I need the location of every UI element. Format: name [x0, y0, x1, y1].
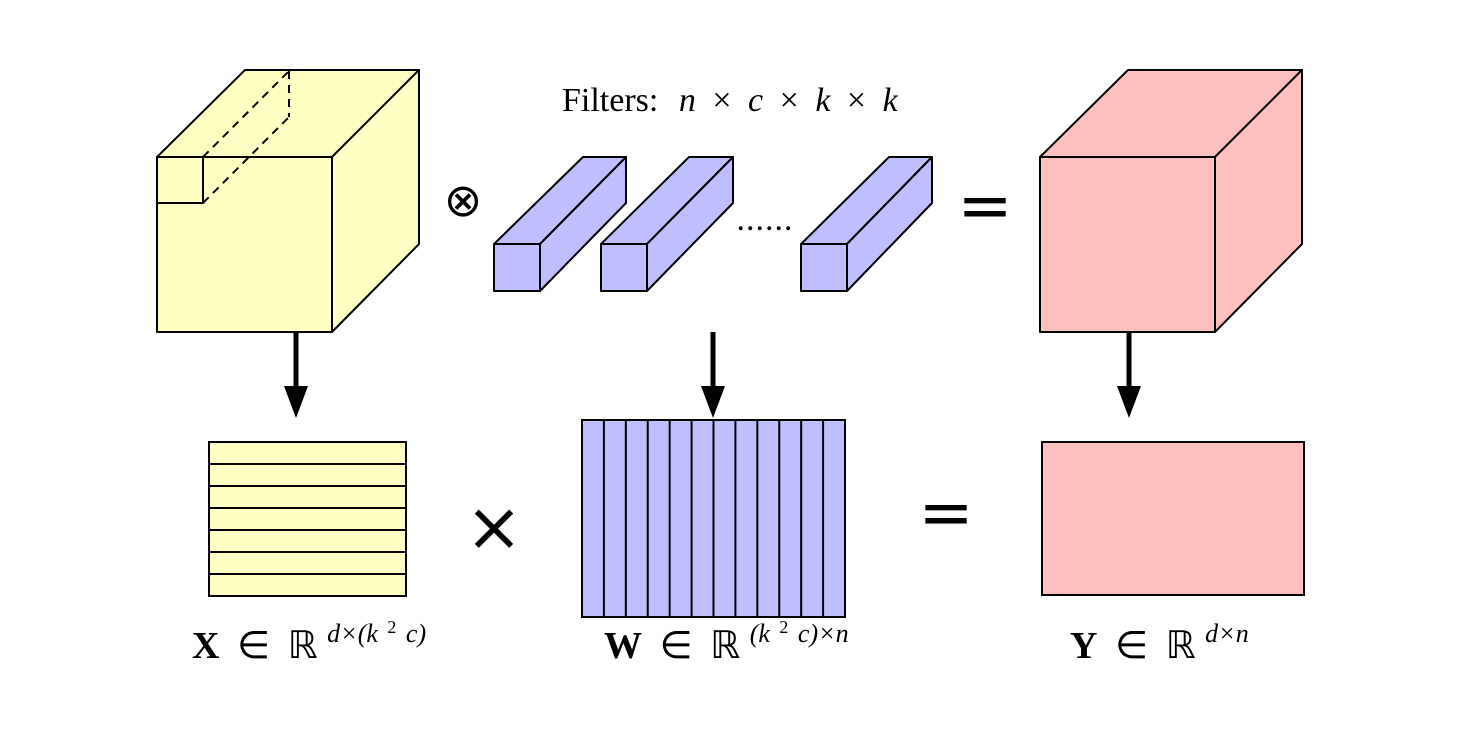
matrix-w-exp-pre: (k	[750, 619, 771, 648]
matrix-x-symbol: X	[192, 625, 219, 667]
filters-label-times-1: ×	[712, 82, 731, 119]
times-operator: ×	[466, 488, 523, 567]
matrix-y-label: Y ∈ ℝ d×n	[1070, 619, 1249, 667]
matrix-y-field: ℝ	[1166, 625, 1196, 667]
output-cube	[1039, 69, 1303, 333]
output-cube-front	[1039, 156, 1216, 333]
matrix-y-in: ∈	[1115, 625, 1148, 667]
input-cube	[156, 69, 420, 333]
equals-top: =	[957, 167, 1012, 244]
arrow-input-to-x	[284, 332, 308, 418]
matrix-y-exp: d×n	[1205, 619, 1249, 648]
matrix-x-field: ℝ	[288, 625, 318, 667]
filters-ellipsis: ......	[737, 201, 794, 238]
filter-1	[493, 156, 627, 292]
matrix-w-symbol: W	[604, 625, 642, 667]
arrow-filters-to-w	[701, 332, 725, 418]
matrix-x-outline	[208, 441, 407, 597]
filters-label-k2: k	[883, 82, 899, 119]
filters-label-times-3: ×	[847, 82, 866, 119]
receptive-field-patch	[156, 156, 204, 204]
filter-2	[600, 156, 734, 292]
filters-label-n: n	[679, 82, 696, 119]
filters-label-k1: k	[815, 82, 831, 119]
matrix-y	[1041, 441, 1305, 596]
matrix-w-in: ∈	[660, 625, 693, 667]
matrix-x	[208, 441, 407, 597]
matrix-w-label: W ∈ ℝ (k 2 c)×n	[604, 600, 849, 667]
matrix-y-symbol: Y	[1070, 625, 1097, 667]
matrix-w-exp-sq: 2	[779, 617, 788, 637]
matrix-x-in: ∈	[237, 625, 270, 667]
matrix-x-exp-post: c)	[406, 619, 426, 648]
arrow-output-to-y	[1117, 332, 1141, 418]
matrix-x-exp-sq: 2	[387, 617, 396, 637]
filters-label-times-2: ×	[780, 82, 799, 119]
matrix-w	[581, 419, 846, 618]
filters-label-word: Filters:	[562, 82, 658, 119]
filter-n	[800, 156, 933, 292]
convolution-operator: ⊗	[444, 173, 483, 227]
matrix-x-exp-pre: d×(k	[327, 619, 378, 648]
equals-bottom: =	[918, 474, 973, 551]
matrix-w-field: ℝ	[710, 625, 740, 667]
receptive-field-tube	[202, 70, 290, 204]
matrix-x-label: X ∈ ℝ d×(k 2 c)	[192, 600, 426, 667]
matrix-w-exp-post: c)×n	[798, 619, 849, 648]
filters-label: Filters: n × c × k × k	[562, 82, 899, 119]
filters-label-c: c	[748, 82, 763, 119]
